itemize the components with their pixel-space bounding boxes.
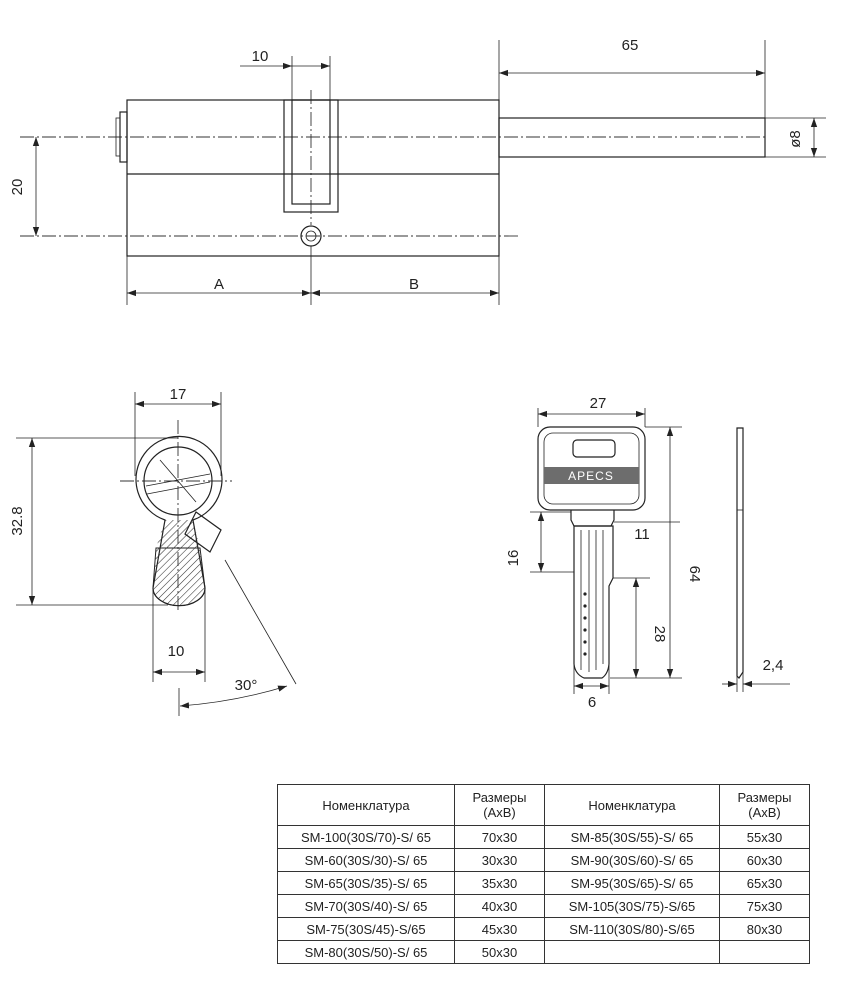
table-cell: SM-85(30S/55)-S/ 65 xyxy=(544,825,720,849)
technical-drawing: 10 65 20 ø8 A B xyxy=(9,37,826,716)
dim-profile-bottom-label: 10 xyxy=(168,643,185,660)
dim-key-blade-length-label: 28 xyxy=(651,626,668,643)
table-row: SM-60(30S/30)-S/ 65 30x30 SM-90(30S/60)-… xyxy=(277,848,810,872)
table-cell xyxy=(719,940,810,964)
spec-table-header-row: Номенклатура Размеры (AxB) Номенклатура … xyxy=(277,784,810,826)
dim-key-length-label: 64 xyxy=(686,566,703,583)
table-cell: SM-100(30S/70)-S/ 65 xyxy=(277,825,455,849)
dim-cam-length-label: 65 xyxy=(622,37,639,54)
table-cell: 60x30 xyxy=(719,848,810,872)
table-cell: SM-110(30S/80)-S/65 xyxy=(544,917,720,941)
key-ring-slot xyxy=(572,439,616,458)
cylinder-front-view: 10 65 20 ø8 A B xyxy=(9,37,826,305)
table-cell: SM-105(30S/75)-S/65 xyxy=(544,894,720,918)
table-row: SM-75(30S/45)-S/65 45x30 SM-110(30S/80)-… xyxy=(277,917,810,941)
table-cell: 40x30 xyxy=(454,894,545,918)
dim-profile-height-label: 32.8 xyxy=(9,506,26,535)
dim-diameter-label: ø8 xyxy=(787,130,804,148)
table-row: SM-80(30S/50)-S/ 65 50x30 xyxy=(277,940,810,964)
table-cell: 35x30 xyxy=(454,871,545,895)
dim-a-label: A xyxy=(214,276,224,293)
key-view: APECS 27 11 16 64 xyxy=(505,395,790,711)
dim-b-label: B xyxy=(409,276,419,293)
dim-key-notch-label: 16 xyxy=(505,550,522,567)
table-cell: 45x30 xyxy=(454,917,545,941)
table-cell: 75x30 xyxy=(719,894,810,918)
dim-angle-label: 30° xyxy=(235,677,258,694)
profile-plug-ring xyxy=(143,446,213,516)
table-cell: SM-90(30S/60)-S/ 65 xyxy=(544,848,720,872)
dim-profile-width-label: 17 xyxy=(170,386,187,403)
cam-shaft xyxy=(498,117,766,158)
table-cell: 50x30 xyxy=(454,940,545,964)
profile-hatched-section xyxy=(152,547,206,607)
table-cell: SM-95(30S/65)-S/ 65 xyxy=(544,871,720,895)
key-head xyxy=(537,426,646,511)
table-cell: 55x30 xyxy=(719,825,810,849)
dim-key-shoulder-label: 11 xyxy=(634,526,650,543)
table-cell: SM-70(30S/40)-S/ 65 xyxy=(277,894,455,918)
header-size: Размеры (AxB) xyxy=(454,784,545,826)
dim-center-width-label: 10 xyxy=(252,48,269,65)
cam-tab xyxy=(184,511,222,553)
spec-table: Номенклатура Размеры (AxB) Номенклатура … xyxy=(277,784,810,964)
dim-key-blade-width-label: 6 xyxy=(588,694,596,711)
table-row: SM-100(30S/70)-S/ 65 70x30 SM-85(30S/55)… xyxy=(277,825,810,849)
dim-key-head-width-label: 27 xyxy=(590,395,607,412)
table-cell: 30x30 xyxy=(454,848,545,872)
key-brand-label: APECS xyxy=(568,469,614,483)
table-row: SM-65(30S/35)-S/ 65 35x30 SM-95(30S/65)-… xyxy=(277,871,810,895)
table-cell: 70x30 xyxy=(454,825,545,849)
table-cell: SM-65(30S/35)-S/ 65 xyxy=(277,871,455,895)
table-cell: 65x30 xyxy=(719,871,810,895)
dim-height-label: 20 xyxy=(9,179,26,196)
cylinder-body xyxy=(126,99,500,257)
key-blade xyxy=(573,525,614,679)
table-cell: SM-75(30S/45)-S/65 xyxy=(277,917,455,941)
header-nomenclature: Номенклатура xyxy=(277,784,455,826)
table-row: SM-70(30S/40)-S/ 65 40x30 SM-105(30S/75)… xyxy=(277,894,810,918)
header-nomenclature: Номенклатура xyxy=(544,784,720,826)
table-cell: SM-60(30S/30)-S/ 65 xyxy=(277,848,455,872)
dim-key-thickness-label: 2,4 xyxy=(763,657,784,674)
key-side-view xyxy=(736,427,744,679)
brand-band xyxy=(544,467,639,484)
cylinder-profile-view: 17 32.8 10 30° xyxy=(9,386,297,716)
header-size: Размеры (AxB) xyxy=(719,784,810,826)
table-cell: 80x30 xyxy=(719,917,810,941)
table-cell xyxy=(544,940,720,964)
table-cell: SM-80(30S/50)-S/ 65 xyxy=(277,940,455,964)
